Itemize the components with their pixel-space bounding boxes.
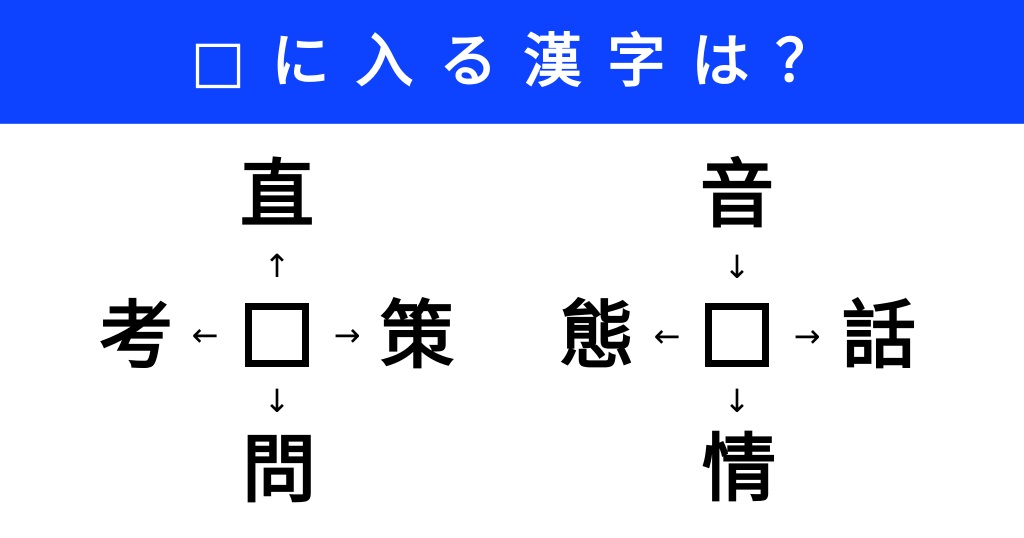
puzzle-2-top-kanji: 音	[700, 152, 774, 238]
arrow-down-icon: ↓	[723, 248, 751, 286]
arrow-right-icon: →	[793, 317, 821, 355]
title-banner: □に入る漢字は？	[0, 0, 1024, 124]
blank-answer-box	[705, 303, 769, 367]
puzzle-2-right-kanji: 話	[842, 293, 916, 379]
puzzle-1-left-kanji: 考	[99, 293, 173, 379]
puzzle-1-bottom-kanji: 問	[242, 427, 316, 513]
blank-answer-box	[245, 303, 309, 367]
page-title: □に入る漢字は？	[190, 27, 860, 95]
arrow-down-icon: ↓	[263, 382, 291, 420]
puzzle-2-left-kanji: 態	[560, 293, 634, 379]
arrow-right-icon: →	[333, 316, 361, 354]
arrow-down-icon: ↓	[723, 382, 751, 420]
arrow-left-icon: ←	[653, 317, 681, 355]
puzzle-1-right-kanji: 策	[380, 293, 454, 379]
puzzle-2-bottom-kanji: 情	[702, 426, 776, 512]
puzzle-1-top-kanji: 直	[240, 152, 314, 238]
arrow-left-icon: ←	[191, 316, 219, 354]
arrow-up-icon: ↑	[263, 247, 291, 285]
